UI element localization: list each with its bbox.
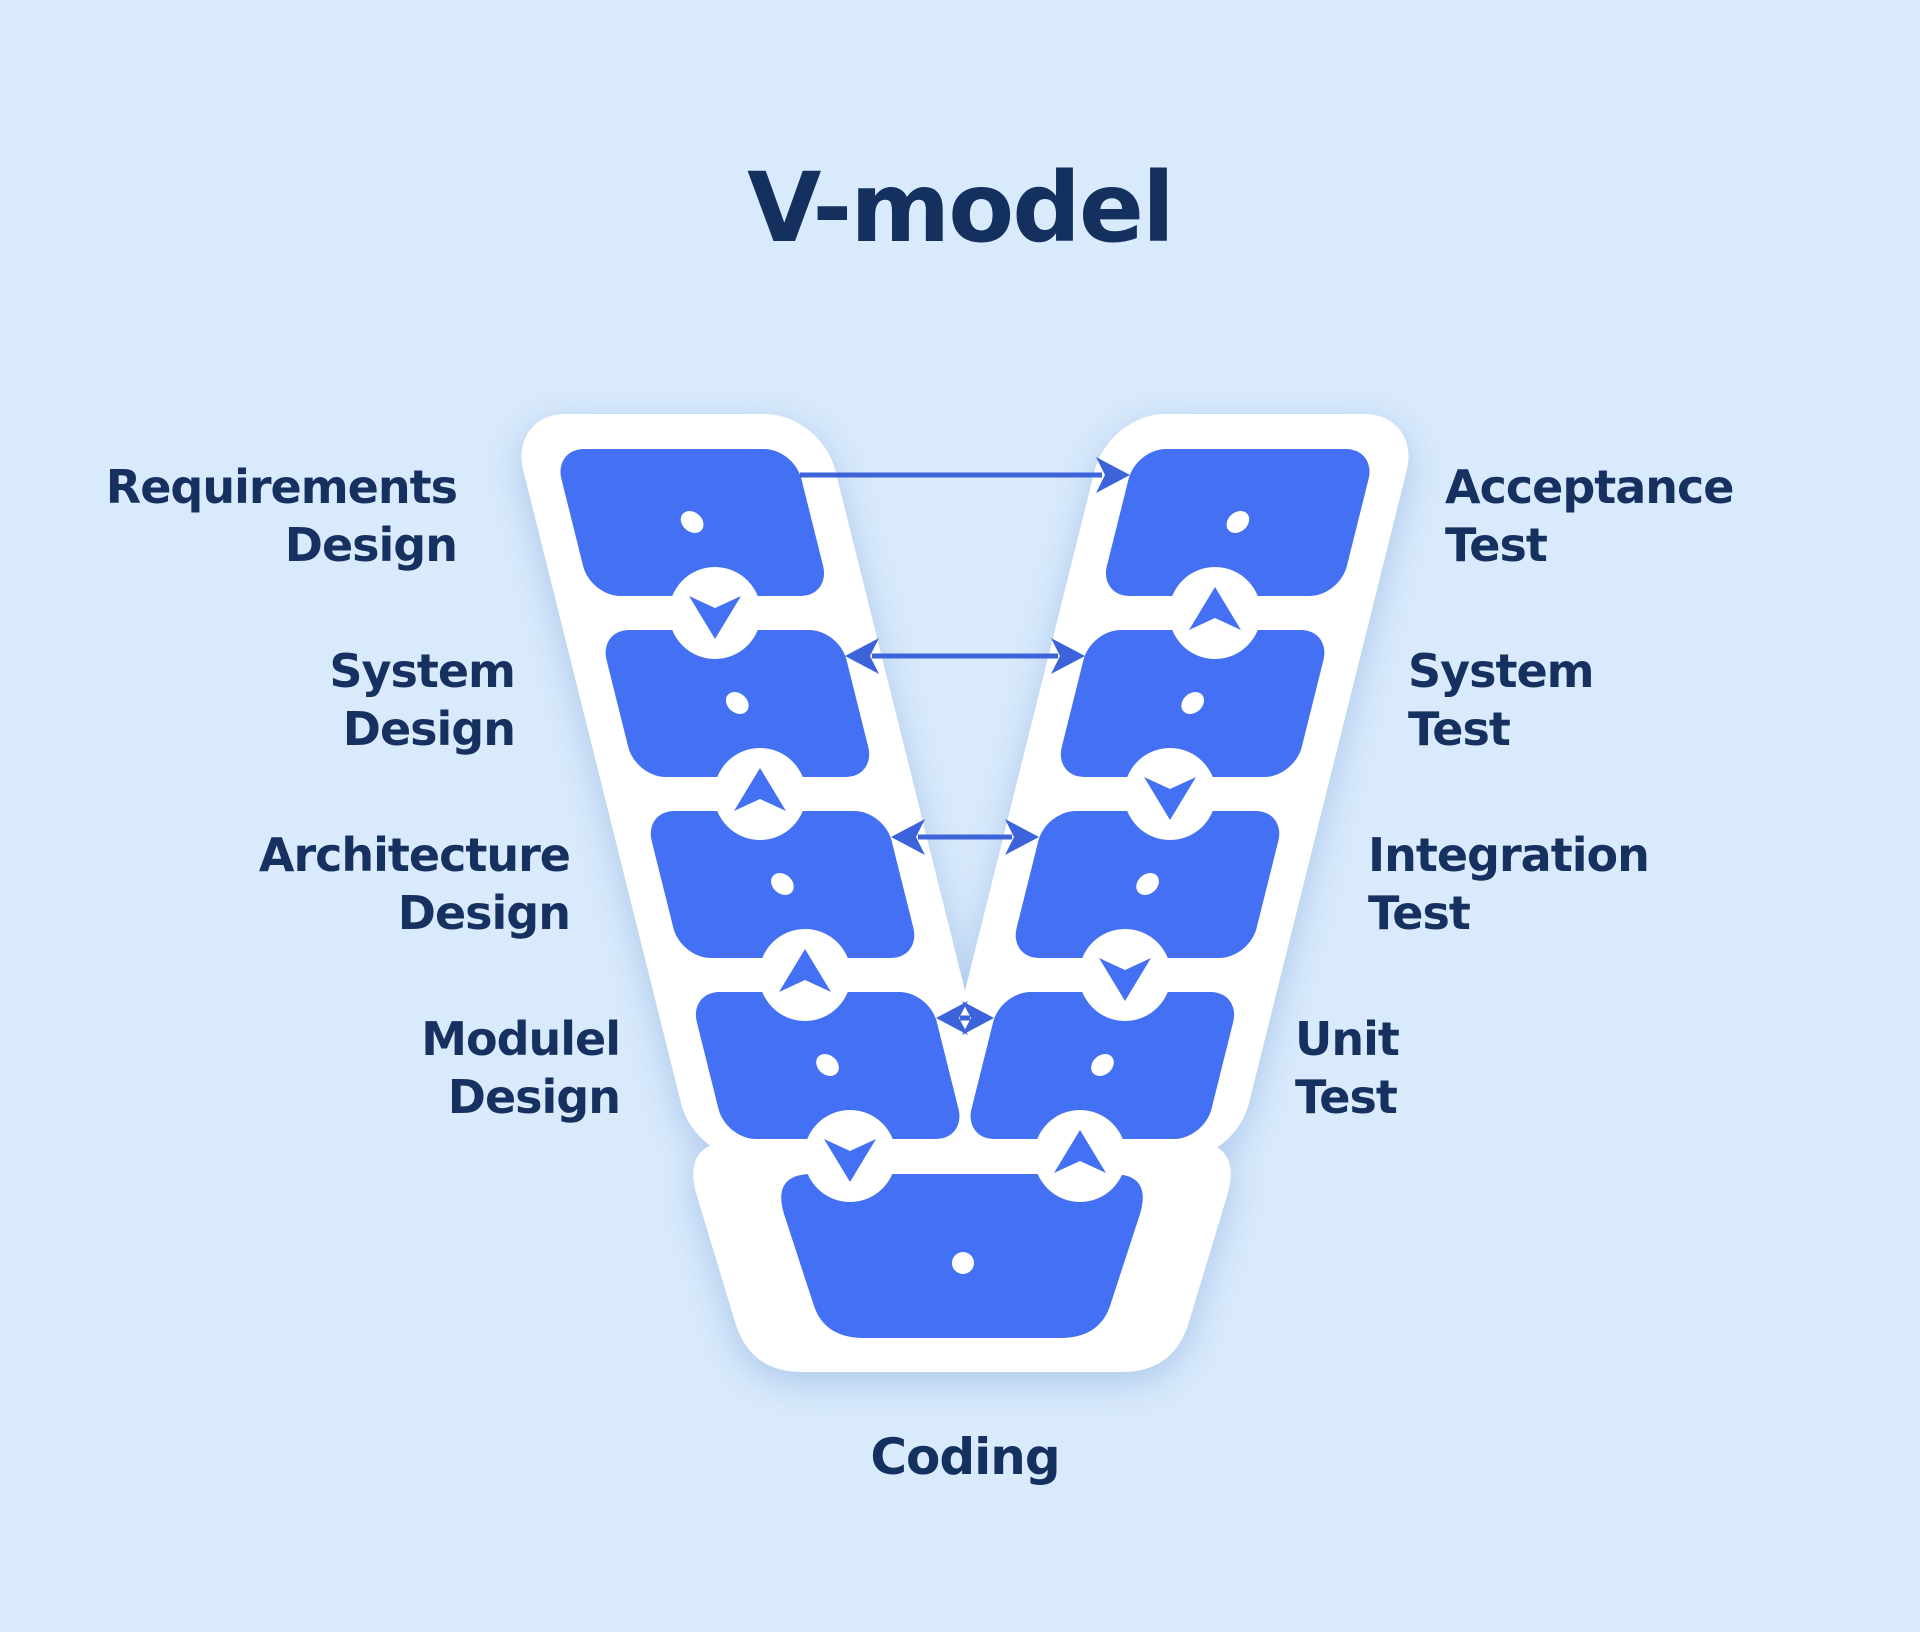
segment-dot	[1181, 692, 1205, 714]
stage-label-requirements-design: Requirements Design	[105, 458, 458, 574]
stage-label-line: Design	[342, 702, 516, 756]
left-arm-segments	[560, 449, 960, 1139]
chevron-up-icon	[734, 768, 786, 811]
stage-label-line: Architecture	[258, 828, 571, 882]
stage-label-acceptance-test: Acceptance Test	[1445, 458, 1735, 574]
segment-dot	[1091, 1054, 1114, 1076]
stage-label-line: Acceptance	[1445, 460, 1735, 514]
segment-dot	[1226, 511, 1250, 533]
stage-label-line: System	[329, 644, 516, 698]
stage-label-line: Test	[1445, 518, 1548, 572]
stage-label-module-design: Modulel Design	[421, 1010, 621, 1126]
stage-label-line: Requirements	[105, 460, 458, 514]
arrowhead-right	[962, 1001, 994, 1035]
chevron-down-icon	[824, 1139, 876, 1182]
segment-dot	[771, 873, 794, 895]
stage-label-architecture-design: Architecture Design	[258, 826, 571, 942]
chevron-down-icon	[1144, 777, 1196, 820]
level-connectors	[800, 457, 1130, 1035]
arrowhead-right	[1051, 638, 1085, 674]
right-junctions	[1034, 567, 1261, 1202]
arrowhead-right	[1005, 819, 1039, 855]
stage-label-line: Test	[1408, 702, 1511, 756]
stage-label-line: Test	[1295, 1070, 1398, 1124]
arrowhead-left	[936, 1001, 968, 1035]
arrowhead-left	[845, 638, 879, 674]
stage-label-line: System	[1408, 644, 1595, 698]
stage-label-coding: Coding	[870, 1428, 1060, 1486]
chevron-up-icon	[779, 949, 831, 992]
segment-dot	[816, 1054, 839, 1076]
chevron-up-icon	[1054, 1130, 1106, 1173]
stage-label-unit-test: Unit Test	[1295, 1010, 1400, 1126]
segment-dot	[725, 692, 749, 714]
stage-label-system-design: System Design	[329, 642, 516, 758]
stage-label-line: Design	[397, 886, 571, 940]
stage-label-line: Unit	[1295, 1012, 1400, 1066]
right-arm-segments	[970, 449, 1370, 1139]
left-junctions	[669, 567, 896, 1202]
stage-label-line: Design	[284, 518, 458, 572]
chevron-down-icon	[1099, 958, 1151, 1001]
stage-label-line: Integration	[1368, 828, 1650, 882]
arrowhead-right	[1096, 457, 1130, 493]
chevron-down-icon	[689, 596, 741, 639]
stage-label-line: Modulel	[421, 1012, 621, 1066]
segment-dot	[680, 511, 704, 533]
arrowhead-left	[891, 819, 925, 855]
stage-label-integration-test: Integration Test	[1368, 826, 1650, 942]
segment-dot	[1136, 873, 1159, 895]
stage-label-system-test: System Test	[1408, 642, 1595, 758]
segment-dot	[952, 1252, 974, 1274]
page-title: V-model	[747, 152, 1175, 264]
chevron-up-icon	[1189, 587, 1241, 630]
stage-label-line: Design	[447, 1070, 621, 1124]
stage-label-line: Test	[1368, 886, 1471, 940]
